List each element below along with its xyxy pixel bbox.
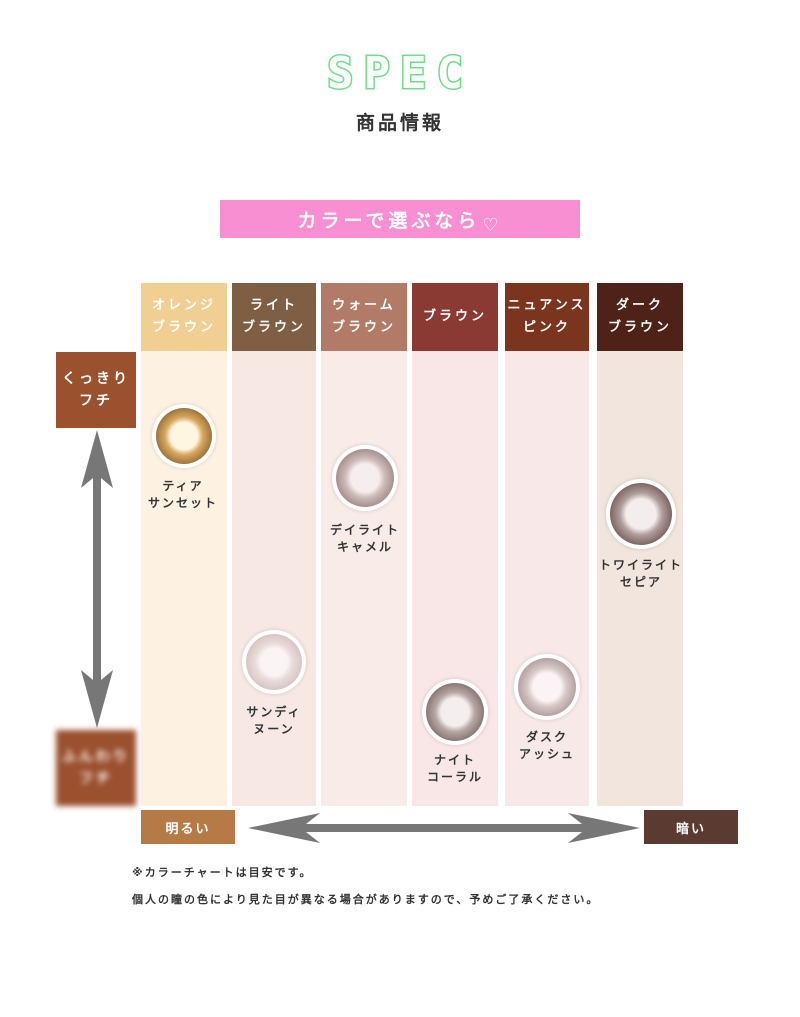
column-body-dark-brown xyxy=(597,351,683,806)
lens-iris-icon xyxy=(610,483,672,545)
note-color-chart-guide: ※カラーチャートは目安です。 xyxy=(132,866,313,879)
column-header-brown: ブラウン xyxy=(412,283,498,351)
column-body-warm-brown xyxy=(321,351,407,806)
banner-text: カラーで選ぶなら xyxy=(297,209,481,232)
spec-subtitle: 商品情報 xyxy=(355,112,444,134)
axis-label-bright: 明るい xyxy=(141,810,235,844)
axis-label-soft-rim: ふんわり フチ xyxy=(56,730,136,806)
vertical-double-arrow-icon xyxy=(81,430,113,728)
color-chooser-banner: カラーで選ぶなら ♡ xyxy=(220,200,580,238)
note-disclaimer: 個人の瞳の色により見た目が異なる場合がありますので、予めご了承ください。 xyxy=(132,893,600,906)
lens-name-daylight-camel: デイライト キャメル xyxy=(329,523,400,554)
column-body-light-brown xyxy=(232,351,316,806)
column-header-light-brown: ライト ブラウン xyxy=(232,283,316,351)
lens-name-tia-sunset: ティア サンセット xyxy=(147,479,218,510)
lens-dusk-ash xyxy=(514,654,580,720)
column-header-dark-brown: ダーク ブラウン xyxy=(597,283,683,351)
lens-night-coral xyxy=(422,679,488,745)
column-body-nuance-pink xyxy=(505,351,589,806)
lens-iris-icon xyxy=(156,408,212,464)
axis-label-dark: 暗い xyxy=(644,810,738,844)
lens-name-twilight-sepia: トワイライト セピア xyxy=(598,558,683,589)
column-header-warm-brown: ウォーム ブラウン xyxy=(321,283,407,351)
column-header-orange-brown: オレンジ ブラウン xyxy=(141,283,227,351)
lens-tia-sunset xyxy=(152,404,216,468)
lens-name-night-coral: ナイト コーラル xyxy=(426,753,483,784)
spec-title: SPEC xyxy=(326,47,473,101)
lens-iris-icon xyxy=(518,658,576,716)
lens-iris-icon xyxy=(246,634,302,690)
lens-iris-icon xyxy=(426,683,484,741)
lens-name-sandy-noon: サンディ ヌーン xyxy=(246,705,302,736)
axis-label-defined-rim: くっきり フチ xyxy=(56,352,136,428)
lens-sandy-noon xyxy=(242,630,306,694)
lens-name-dusk-ash: ダスク アッシュ xyxy=(518,730,575,761)
heart-icon: ♡ xyxy=(482,214,503,236)
lens-iris-icon xyxy=(336,449,394,507)
lens-daylight-camel xyxy=(332,445,398,511)
column-header-nuance-pink: ニュアンス ピンク xyxy=(505,283,589,351)
horizontal-double-arrow-icon xyxy=(248,813,640,843)
lens-twilight-sepia xyxy=(606,479,676,549)
